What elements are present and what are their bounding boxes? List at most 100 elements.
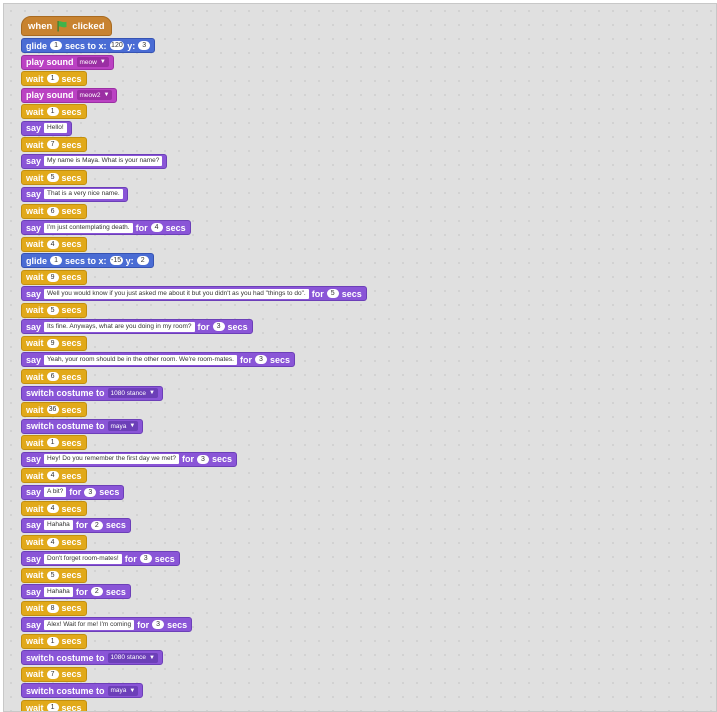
number-input[interactable]: 5	[46, 570, 59, 580]
number-input[interactable]: 6	[46, 206, 59, 216]
dropdown-menu[interactable]: meow▼	[76, 57, 109, 68]
number-input[interactable]: 3	[84, 487, 97, 497]
number-input[interactable]: 1	[46, 636, 59, 646]
number-input[interactable]: 120	[109, 41, 125, 50]
number-input[interactable]: 9	[46, 338, 59, 348]
number-input[interactable]: 36	[46, 405, 59, 415]
dropdown-menu[interactable]: maya▼	[107, 685, 139, 696]
text-input[interactable]: I'm just contemplating death.	[44, 222, 133, 233]
text-input[interactable]: Well you would know if you just asked me…	[44, 288, 309, 299]
number-input[interactable]: 2	[136, 256, 149, 266]
text-input[interactable]: Don't forget room-mates!	[44, 553, 122, 564]
text-input[interactable]: Its fine. Anyways, what are you doing in…	[44, 321, 195, 332]
number-input[interactable]: 4	[46, 471, 59, 481]
text-input[interactable]: My name is Maya. What is your name?	[44, 156, 163, 167]
text-input[interactable]: Hahaha	[44, 586, 73, 597]
number-input[interactable]: 4	[150, 223, 163, 233]
number-input[interactable]: 7	[46, 140, 59, 150]
number-input[interactable]: 6	[46, 372, 59, 381]
number-input[interactable]: 3	[139, 554, 152, 564]
number-input[interactable]: 1	[46, 107, 59, 117]
when-flag-clicked-block[interactable]: when clicked	[21, 16, 112, 36]
dropdown-menu[interactable]: 1080 stance▼	[107, 652, 158, 663]
text-input[interactable]: Hahaha	[44, 520, 73, 531]
number-input[interactable]: 3	[254, 355, 267, 365]
number-input[interactable]: 1	[46, 438, 59, 448]
block-label: secs	[61, 669, 82, 680]
text-input[interactable]: Hello!	[44, 123, 67, 134]
text-input[interactable]: Alex! Wait for me! I'm coming	[44, 619, 135, 630]
number-input[interactable]: 1	[50, 256, 63, 266]
number-input[interactable]: 1	[46, 703, 59, 711]
text-input[interactable]: That is a very nice name.	[44, 189, 123, 200]
number-input[interactable]: 5	[326, 289, 339, 299]
number-input[interactable]: 4	[46, 504, 59, 514]
number-input[interactable]: 7	[46, 669, 59, 679]
number-input[interactable]: 5	[46, 305, 59, 315]
number-input[interactable]: 3	[152, 620, 165, 630]
number-input[interactable]: -15	[109, 256, 123, 266]
block-label: say	[26, 189, 42, 200]
number-input[interactable]: 2	[90, 587, 103, 597]
number-input[interactable]: 8	[46, 603, 59, 613]
number-input[interactable]: 2	[90, 520, 103, 530]
text-input[interactable]: A bit?	[44, 487, 67, 498]
text-input[interactable]: Hey! Do you remember the first day we me…	[44, 454, 179, 465]
number-input[interactable]: 5	[46, 173, 59, 183]
number-input[interactable]: 3	[212, 322, 225, 332]
number-input[interactable]: 4	[46, 239, 59, 249]
dropdown-menu[interactable]: maya▼	[107, 421, 139, 432]
number-input[interactable]: 3	[197, 454, 209, 464]
dropdown-menu[interactable]: meow2▼	[76, 90, 113, 101]
number-input[interactable]: 1	[50, 41, 63, 50]
number-input[interactable]: 4	[46, 537, 59, 547]
text-input[interactable]: Yeah, your room should be in the other r…	[44, 354, 237, 365]
number-input[interactable]: 1	[46, 74, 59, 84]
number-input[interactable]: 3	[138, 41, 151, 50]
dropdown-menu[interactable]: 1080 stance▼	[107, 388, 158, 399]
number-input[interactable]: 9	[46, 272, 59, 282]
